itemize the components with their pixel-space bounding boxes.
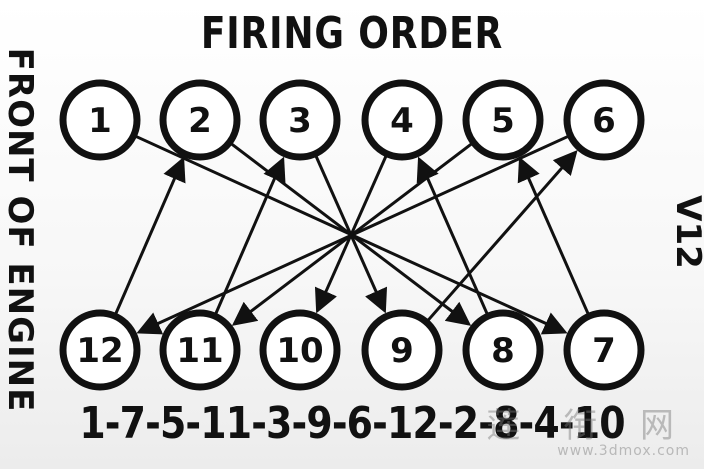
cylinder-ring [361, 309, 443, 391]
cylinder-ring [563, 309, 645, 391]
cylinder-ring [361, 79, 443, 161]
cylinder-3: 3 [259, 79, 341, 161]
cylinder-12: 12 [59, 309, 141, 391]
watermark: 莲 衔 网 www.3dmox.com [486, 409, 690, 459]
cylinder-11: 11 [159, 309, 241, 391]
arrow-9-to-6 [426, 150, 578, 322]
cylinder-number: 6 [592, 101, 616, 141]
arrow-4-to-10 [314, 155, 388, 314]
cylinder-ring [259, 309, 341, 391]
cylinder-9: 9 [361, 309, 443, 391]
cylinder-ring [462, 309, 544, 391]
cylinder-number: 4 [390, 101, 414, 141]
cylinder-number: 11 [176, 331, 223, 371]
cylinder-number: 8 [491, 331, 515, 371]
firing-arrows [114, 134, 590, 335]
arrow-11-to-3 [214, 156, 286, 315]
cylinder-number: 5 [491, 101, 515, 141]
watermark-chinese: 莲 衔 网 [486, 406, 690, 446]
cylinder-ring [462, 79, 544, 161]
cylinder-number: 3 [288, 101, 312, 141]
cylinder-ring [59, 79, 141, 161]
cylinder-ring [259, 79, 341, 161]
cylinder-ring [159, 309, 241, 391]
cylinder-number: 1 [88, 101, 112, 141]
cylinder-ring [59, 309, 141, 391]
cylinder-number: 2 [188, 101, 212, 141]
arrow-7-to-5 [517, 156, 590, 315]
cylinder-ring [563, 79, 645, 161]
cylinder-7: 7 [563, 309, 645, 391]
cylinder-number: 12 [76, 331, 123, 371]
cylinder-6: 6 [563, 79, 645, 161]
diagram-title: FIRING ORDER [200, 8, 504, 59]
cylinder-8: 8 [462, 309, 544, 391]
arrow-12-to-2 [114, 156, 186, 315]
arrow-8-to-4 [416, 156, 489, 315]
cylinder-4: 4 [361, 79, 443, 161]
cylinder-2: 2 [159, 79, 241, 161]
cylinder-number: 9 [390, 331, 414, 371]
watermark-url: www.3dmox.com [557, 443, 690, 459]
cylinder-5: 5 [462, 79, 544, 161]
cylinder-1: 1 [59, 79, 141, 161]
cylinder-number: 7 [592, 331, 616, 371]
cylinder-number: 10 [276, 331, 323, 371]
cylinder-ring [159, 79, 241, 161]
firing-order-sequence: 1-7-5-11-3-9-6-12-2-8-4-10 [79, 398, 625, 449]
cylinder-10: 10 [259, 309, 341, 391]
arrow-6-to-12 [136, 134, 570, 335]
